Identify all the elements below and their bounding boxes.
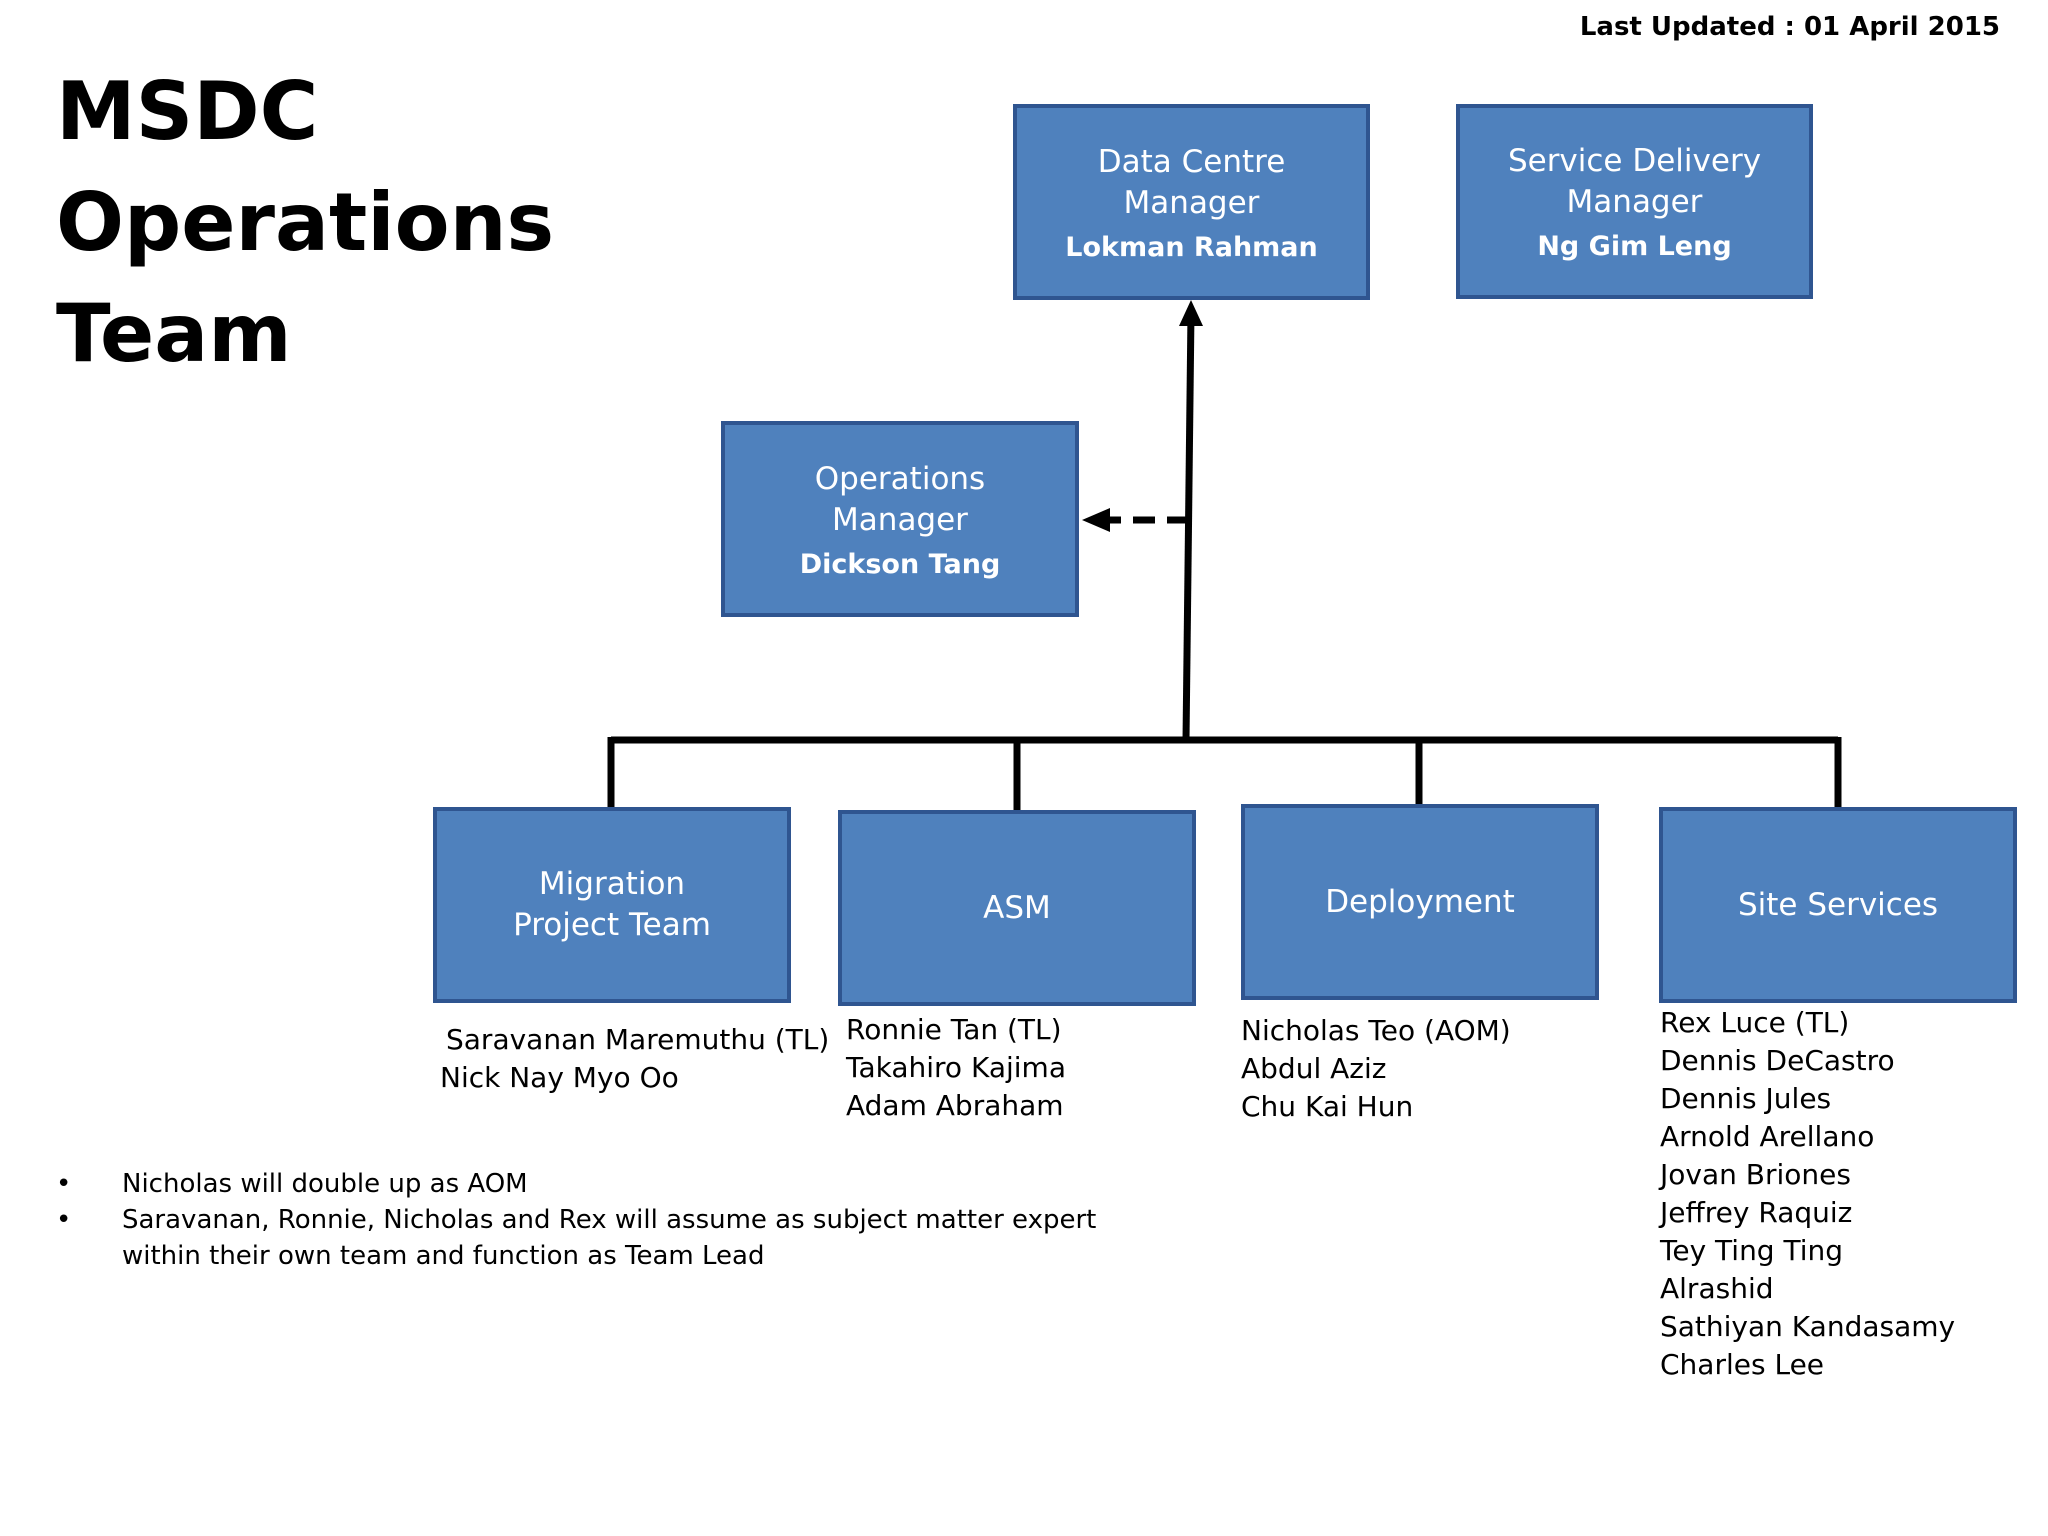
note-item: • Nicholas will double up as AOM <box>56 1166 1176 1202</box>
bullet-icon: • <box>56 1205 72 1235</box>
person-name: Lokman Rahman <box>1065 231 1318 263</box>
deployment-team-box: Deployment <box>1241 804 1599 1000</box>
member-name: Chu Kai Hun <box>1241 1090 1414 1123</box>
asm-team-box: ASM <box>838 810 1196 1006</box>
member-name: Dennis Jules <box>1660 1082 1832 1115</box>
member-name: Saravanan Maremuthu (TL) <box>446 1023 830 1056</box>
team-label: Deployment <box>1325 883 1515 920</box>
member-name: Nicholas Teo (AOM) <box>1241 1014 1511 1047</box>
team-label: ASM <box>983 889 1051 926</box>
member-name: Jovan Briones <box>1660 1158 1851 1191</box>
last-updated-label: Last Updated : 01 April 2015 <box>1579 12 2000 42</box>
note-text: Saravanan, Ronnie, Nicholas and Rex will… <box>122 1205 1097 1271</box>
team-label: Migration Project Team <box>513 866 711 943</box>
role-label: Service Delivery Manager <box>1507 143 1762 220</box>
bullet-icon: • <box>56 1169 72 1199</box>
data-centre-manager-box: Data Centre Manager Lokman Rahman <box>1013 104 1370 300</box>
site-services-team-box: Site Services <box>1659 807 2017 1003</box>
deployment-members-list: Nicholas Teo (AOM) Abdul Aziz Chu Kai Hu… <box>1241 1012 1511 1126</box>
member-name: Charles Lee <box>1660 1348 1825 1381</box>
member-name: Nick Nay Myo Oo <box>440 1061 679 1094</box>
person-name: Dickson Tang <box>799 548 1001 580</box>
operations-manager-box: Operations Manager Dickson Tang <box>721 421 1079 617</box>
member-name: Abdul Aziz <box>1241 1052 1387 1085</box>
asm-members-list: Ronnie Tan (TL) Takahiro Kajima Adam Abr… <box>846 1011 1066 1125</box>
page-title: MSDC Operations Team <box>56 65 555 380</box>
notes-list: • Nicholas will double up as AOM • Sarav… <box>56 1166 1176 1274</box>
member-name: Adam Abraham <box>846 1089 1064 1122</box>
migration-members-list: Saravanan Maremuthu (TL) Nick Nay Myo Oo <box>440 1021 829 1097</box>
member-name: Tey Ting Ting <box>1660 1234 1844 1267</box>
trunk-line <box>1182 311 1195 741</box>
member-name: Dennis DeCastro <box>1660 1044 1895 1077</box>
migration-project-team-box: Migration Project Team <box>433 807 791 1003</box>
member-name: Jeffrey Raquiz <box>1660 1196 1853 1229</box>
role-label: Data Centre Manager <box>1097 143 1286 221</box>
member-name: Arnold Arellano <box>1660 1120 1875 1153</box>
arrow-left-head <box>1082 508 1110 532</box>
member-name: Ronnie Tan (TL) <box>846 1013 1062 1046</box>
arrow-up-head <box>1179 300 1203 326</box>
person-name: Ng Gim Leng <box>1537 231 1732 262</box>
note-text: Nicholas will double up as AOM <box>122 1169 528 1199</box>
member-name: Takahiro Kajima <box>846 1051 1066 1084</box>
member-name: Alrashid <box>1660 1272 1774 1305</box>
site-services-members-list: Rex Luce (TL) Dennis DeCastro Dennis Jul… <box>1660 1004 1955 1384</box>
member-name: Rex Luce (TL) <box>1660 1006 1850 1039</box>
note-item: • Saravanan, Ronnie, Nicholas and Rex wi… <box>56 1202 1176 1274</box>
role-label: Operations Manager <box>814 460 986 538</box>
member-name: Sathiyan Kandasamy <box>1660 1310 1956 1343</box>
team-label: Site Services <box>1737 886 1939 923</box>
service-delivery-manager-box: Service Delivery Manager Ng Gim Leng <box>1456 104 1813 299</box>
